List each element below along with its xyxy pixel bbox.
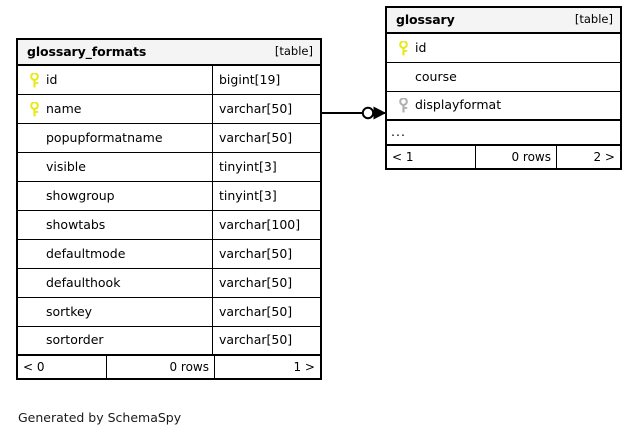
row-count-text: 0 rows bbox=[169, 360, 209, 374]
column-name-cell: showtabs bbox=[18, 211, 212, 239]
column-name-cell: sortorder bbox=[18, 327, 212, 354]
column-type: bigint[19] bbox=[219, 71, 281, 87]
column-name: displayformat bbox=[415, 97, 502, 113]
next-page-label: 1 > bbox=[293, 360, 315, 374]
column-type-cell: varchar[50] bbox=[212, 240, 320, 268]
column-type-cell: varchar[50] bbox=[212, 269, 320, 297]
prev-page-label: < 1 bbox=[392, 150, 414, 164]
column-name-cell: showgroup bbox=[18, 182, 212, 210]
column-name: sortorder bbox=[46, 332, 104, 348]
column-type-cell: varchar[50] bbox=[212, 95, 320, 123]
table-kind-badge: [table] bbox=[274, 44, 313, 59]
table-footer-glossary: < 1 0 rows 2 > bbox=[387, 146, 620, 168]
table-row[interactable]: id bbox=[387, 34, 620, 63]
generated-by-caption: Generated by SchemaSpy bbox=[18, 410, 182, 425]
table-row[interactable]: displayformat bbox=[387, 92, 620, 121]
column-type-cell: bigint[19] bbox=[212, 66, 320, 94]
next-page-label: 2 > bbox=[593, 150, 615, 164]
table-name: glossary_formats bbox=[27, 43, 147, 59]
more-columns-indicator[interactable]: ... bbox=[387, 121, 620, 146]
column-name: popupformatname bbox=[46, 129, 163, 145]
table-row[interactable]: defaultmode varchar[50] bbox=[18, 240, 320, 269]
table-row[interactable]: sortkey varchar[50] bbox=[18, 298, 320, 327]
column-name-cell: sortkey bbox=[18, 298, 212, 326]
column-name-cell: displayformat bbox=[387, 92, 620, 119]
column-type: varchar[50] bbox=[219, 332, 293, 348]
column-type: tinyint[3] bbox=[219, 158, 277, 174]
table-header-glossary_formats: glossary_formats [table] bbox=[18, 40, 320, 66]
cardinality-zero-circle bbox=[361, 106, 375, 120]
column-name-cell: id bbox=[387, 34, 620, 62]
table-name: glossary bbox=[396, 11, 455, 27]
column-name: defaulthook bbox=[46, 274, 121, 290]
column-type: varchar[50] bbox=[219, 303, 293, 319]
column-name: showtabs bbox=[46, 216, 106, 232]
prev-page-button[interactable]: < 1 bbox=[387, 146, 475, 168]
column-type-cell: varchar[50] bbox=[212, 298, 320, 326]
column-list-glossary_formats: id bigint[19] name bbox=[18, 66, 320, 356]
primary-key-icon bbox=[394, 40, 413, 56]
next-page-button[interactable]: 2 > bbox=[556, 146, 620, 168]
column-name: id bbox=[46, 71, 58, 87]
table-row[interactable]: showtabs varchar[100] bbox=[18, 211, 320, 240]
column-name-cell: id bbox=[18, 66, 212, 94]
table-row[interactable]: id bigint[19] bbox=[18, 66, 320, 95]
primary-key-icon bbox=[25, 72, 44, 88]
column-name: id bbox=[415, 39, 427, 55]
table-row[interactable]: sortorder varchar[50] bbox=[18, 327, 320, 356]
relationship-connector-glossary_formats-glossary[interactable] bbox=[316, 98, 392, 128]
primary-key-icon bbox=[25, 101, 44, 117]
column-type-cell: varchar[50] bbox=[212, 124, 320, 152]
column-name: course bbox=[415, 68, 457, 84]
row-count-text: 0 rows bbox=[511, 150, 551, 164]
column-name-cell: course bbox=[387, 63, 620, 91]
column-type: varchar[50] bbox=[219, 129, 293, 145]
table-kind-badge: [table] bbox=[574, 12, 613, 27]
table-row[interactable]: visible tinyint[3] bbox=[18, 153, 320, 182]
row-count-label: 0 rows bbox=[475, 146, 556, 168]
table-row[interactable]: popupformatname varchar[50] bbox=[18, 124, 320, 153]
column-name: sortkey bbox=[46, 303, 93, 319]
column-list-glossary: id course bbox=[387, 34, 620, 146]
column-name: showgroup bbox=[46, 187, 115, 203]
column-type-cell: varchar[100] bbox=[212, 211, 320, 239]
column-name-cell: popupformatname bbox=[18, 124, 212, 152]
column-type-cell: varchar[50] bbox=[212, 327, 320, 354]
table-row[interactable]: course bbox=[387, 63, 620, 92]
table-row[interactable]: name varchar[50] bbox=[18, 95, 320, 124]
column-name: visible bbox=[46, 158, 86, 174]
column-type: varchar[50] bbox=[219, 245, 293, 261]
column-type: varchar[50] bbox=[219, 100, 293, 116]
table-glossary_formats[interactable]: glossary_formats [table] id bigint[ bbox=[16, 38, 322, 380]
column-type: tinyint[3] bbox=[219, 187, 277, 203]
table-row[interactable]: defaulthook varchar[50] bbox=[18, 269, 320, 298]
column-name: defaultmode bbox=[46, 245, 126, 261]
next-page-button[interactable]: 1 > bbox=[214, 356, 320, 378]
column-type: varchar[100] bbox=[219, 216, 301, 232]
table-row[interactable]: showgroup tinyint[3] bbox=[18, 182, 320, 211]
column-type-cell: tinyint[3] bbox=[212, 153, 320, 181]
column-type-cell: tinyint[3] bbox=[212, 182, 320, 210]
column-name-cell: name bbox=[18, 95, 212, 123]
column-name-cell: defaultmode bbox=[18, 240, 212, 268]
prev-page-label: < 0 bbox=[23, 360, 45, 374]
ellipsis-label: ... bbox=[391, 124, 406, 140]
table-header-glossary: glossary [table] bbox=[387, 8, 620, 34]
foreign-key-icon bbox=[394, 98, 413, 114]
column-name-cell: visible bbox=[18, 153, 212, 181]
table-glossary[interactable]: glossary [table] id bbox=[385, 6, 622, 170]
table-footer-glossary_formats: < 0 0 rows 1 > bbox=[18, 356, 320, 378]
prev-page-button[interactable]: < 0 bbox=[18, 356, 106, 378]
column-name-cell: defaulthook bbox=[18, 269, 212, 297]
column-name: name bbox=[46, 100, 82, 116]
row-count-label: 0 rows bbox=[106, 356, 214, 378]
column-type: varchar[50] bbox=[219, 274, 293, 290]
